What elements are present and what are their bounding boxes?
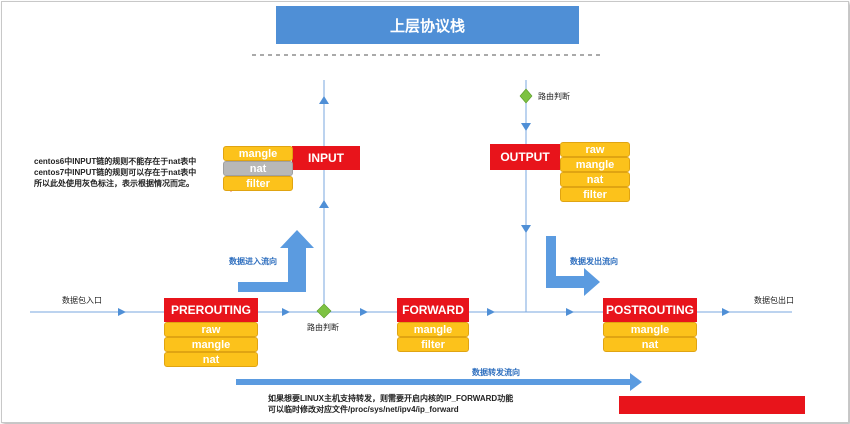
prerouting-table-mangle: mangle — [164, 337, 258, 352]
output-table-nat: nat — [560, 172, 630, 187]
input-table-filter: filter — [223, 176, 293, 191]
main-line-arrows — [118, 308, 730, 316]
output-table-mangle: mangle — [560, 157, 630, 172]
input-chain: INPUT — [292, 146, 360, 170]
data-out-flow-arrow — [546, 236, 600, 296]
forward-flow-arrow — [236, 373, 642, 391]
upper-protocol-stack-box: 上层协议栈 — [276, 6, 579, 44]
route-decision-bottom-diamond — [316, 303, 332, 319]
prerouting-table-nat: nat — [164, 352, 258, 367]
forward-flow-label: 数据转发流向 — [472, 368, 520, 377]
route-decision-bottom-label: 路由判断 — [307, 323, 339, 332]
note-line: 所以此处使用灰色标注，表示根据情况而定。 — [34, 179, 194, 188]
data-in-flow-arrow — [238, 230, 314, 292]
postrouting-table-nat: nat — [603, 337, 697, 352]
input-table-mangle: mangle — [223, 146, 293, 161]
postrouting-chain: POSTROUTING — [603, 298, 697, 322]
ip-forward-note: 如果想要LINUX主机支持转发，则需要开启内核的IP_FORWARD功能 可以临… — [268, 393, 598, 415]
note-line: centos7中INPUT链的规则可以存在于nat表中 — [34, 168, 197, 177]
prerouting-table-raw: raw — [164, 322, 258, 337]
note-line: 可以临时修改对应文件/proc/sys/net/ipv4/ip_forward — [268, 405, 459, 414]
packet-in-label: 数据包入口 — [62, 296, 102, 305]
note-line: 如果想要LINUX主机支持转发，则需要开启内核的IP_FORWARD功能 — [268, 394, 514, 403]
output-table-filter: filter — [560, 187, 630, 202]
output-chain: OUTPUT — [490, 144, 560, 170]
forward-table-filter: filter — [397, 337, 469, 352]
note-line: centos6中INPUT链的规则不能存在于nat表中 — [34, 157, 197, 166]
output-table-raw: raw — [560, 142, 630, 157]
data-in-flow-label: 数据进入流向 — [229, 257, 277, 266]
packet-out-label: 数据包出口 — [754, 296, 794, 305]
vertical-arrows — [319, 96, 531, 233]
forward-table-mangle: mangle — [397, 322, 469, 337]
postrouting-table-mangle: mangle — [603, 322, 697, 337]
prerouting-chain: PREROUTING — [164, 298, 258, 322]
route-decision-top-diamond — [519, 88, 533, 104]
data-out-flow-label: 数据发出流向 — [570, 257, 618, 266]
forward-chain: FORWARD — [397, 298, 469, 322]
highlight-bar — [619, 396, 805, 414]
route-decision-top-label: 路由判断 — [538, 92, 570, 101]
input-nat-note: centos6中INPUT链的规则不能存在于nat表中 centos7中INPU… — [34, 156, 222, 189]
input-table-nat: nat — [223, 161, 293, 176]
